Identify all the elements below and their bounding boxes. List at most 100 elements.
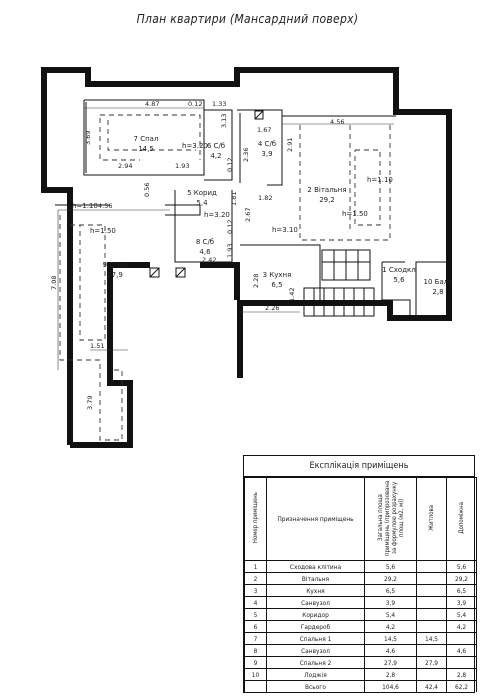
room-area: 4,6	[199, 248, 211, 256]
dim-label: 1.81	[230, 192, 238, 206]
table-cell-total: 27,9	[364, 656, 417, 669]
table-cell-name: Спальня 1	[266, 632, 365, 645]
table-cell-n: 2	[244, 572, 267, 585]
room-name: 1 Сходкл	[382, 266, 416, 274]
room-height: h=1.10	[72, 202, 98, 210]
dim-label: 7.08	[50, 276, 58, 290]
table-cell-aux: 5,4	[446, 608, 477, 621]
table-cell-total: 14,5	[364, 632, 417, 645]
dim-label: 2.42	[202, 256, 216, 264]
dim-label: 1.51	[90, 342, 104, 350]
room-area: 29,2	[319, 196, 335, 204]
rooms-table: Номер приміщень Призначення приміщень За…	[244, 477, 477, 692]
header-auxiliary: Допоміжна	[446, 477, 477, 561]
dimension-labels: 4.87 0.12 1.33 3.69 3.13 1.67 4.56 2.36 …	[50, 100, 344, 410]
table-cell-living	[416, 644, 447, 657]
table-cell-aux	[446, 632, 477, 645]
room-area: 5,6	[393, 276, 405, 284]
table-cell-living	[416, 560, 447, 573]
table-cell-n: 10	[244, 668, 267, 681]
table-cell-living	[416, 668, 447, 681]
dim-label: 2.36	[242, 148, 250, 162]
room-area: 27,9	[107, 271, 123, 279]
room-name: 6 С/б	[207, 142, 225, 150]
table-cell-aux: 4,2	[446, 620, 477, 633]
dim-label: 0.12	[226, 220, 234, 234]
header-number: Номер приміщень	[244, 477, 267, 561]
table-cell-name: Санвузол	[266, 596, 365, 609]
room-name: 7 Спал	[134, 135, 159, 143]
table-cell-n: 8	[244, 644, 267, 657]
height-lines	[59, 114, 391, 441]
table-cell-n: 1	[244, 560, 267, 573]
header-purpose: Призначення приміщень	[266, 477, 365, 561]
dim-label: 3.13	[220, 114, 228, 128]
room-area: 5,4	[196, 199, 208, 207]
dim-label: 4.56	[98, 202, 112, 210]
table-cell-name: Коридор	[266, 608, 365, 621]
room-name: 10 Балк	[424, 278, 453, 286]
table-cell-living	[416, 584, 447, 597]
table-cell-n: 6	[244, 620, 267, 633]
table-cell-living: 27,9	[416, 656, 447, 669]
dim-label: 1.82	[258, 194, 272, 202]
table-cell-aux	[446, 656, 477, 669]
vent-symbols	[149, 110, 264, 278]
table-cell-living	[416, 596, 447, 609]
table-cell-total: 104,6	[364, 680, 417, 692]
floor-plan: 4.87 0.12 1.33 3.69 3.13 1.67 4.56 2.36 …	[41, 67, 453, 448]
room-area: 6,5	[271, 281, 282, 289]
dim-label: 1.67	[257, 126, 271, 134]
room-height: h=1.50	[342, 210, 368, 218]
table-title: Експлікація приміщень	[244, 456, 474, 477]
table-cell-name: Кухня	[266, 584, 365, 597]
table-cell-living: 42,4	[416, 680, 447, 692]
table-cell-name: Вітальня	[266, 572, 365, 585]
table-cell-name: Сходова клітина	[266, 560, 365, 573]
room-area: 4,2	[210, 152, 221, 160]
dim-label: 3.79	[86, 396, 94, 410]
table-cell-total: 3,9	[364, 596, 417, 609]
table-cell-n	[244, 680, 267, 692]
table-cell-n: 9	[244, 656, 267, 669]
header-living: Житлова	[416, 477, 447, 561]
room-name: 3 Кухня	[263, 271, 292, 279]
table-cell-total: 5,4	[364, 608, 417, 621]
room-height: h=1.50	[90, 227, 116, 235]
table-cell-n: 7	[244, 632, 267, 645]
room-name: 5 Корид	[187, 189, 217, 197]
dim-label: 0.56	[143, 183, 151, 197]
table-cell-name: Всього	[266, 680, 365, 692]
table-cell-aux: 4,6	[446, 644, 477, 657]
room-name: 4 С/б	[258, 140, 276, 148]
dim-label: 2.26	[265, 304, 279, 312]
dim-label: 4.87	[145, 100, 159, 108]
table-cell-aux: 2,8	[446, 668, 477, 681]
dim-label: 3.69	[84, 131, 92, 145]
table-cell-aux: 5,6	[446, 560, 477, 573]
room-name: 2 Вітальня	[307, 186, 346, 194]
table-cell-living	[416, 572, 447, 585]
dim-label: 0.12	[226, 158, 234, 172]
table-cell-total: 6,5	[364, 584, 417, 597]
outer-walls	[41, 67, 452, 448]
dim-label: 1.93	[175, 162, 189, 170]
table-cell-n: 5	[244, 608, 267, 621]
plan-title: План квартири (Мансардний поверх)	[136, 12, 359, 26]
dim-label: 2.94	[118, 162, 132, 170]
table-cell-total: 4,2	[364, 620, 417, 633]
table-cell-aux: 62,2	[446, 680, 477, 692]
table-cell-aux: 29,2	[446, 572, 477, 585]
header-total-area: Загальна площа приміщень (припрозована з…	[364, 477, 417, 561]
table-cell-living	[416, 608, 447, 621]
dimension-lines	[57, 107, 394, 370]
inner-walls	[55, 99, 449, 317]
table-cell-aux: 6,5	[446, 584, 477, 597]
